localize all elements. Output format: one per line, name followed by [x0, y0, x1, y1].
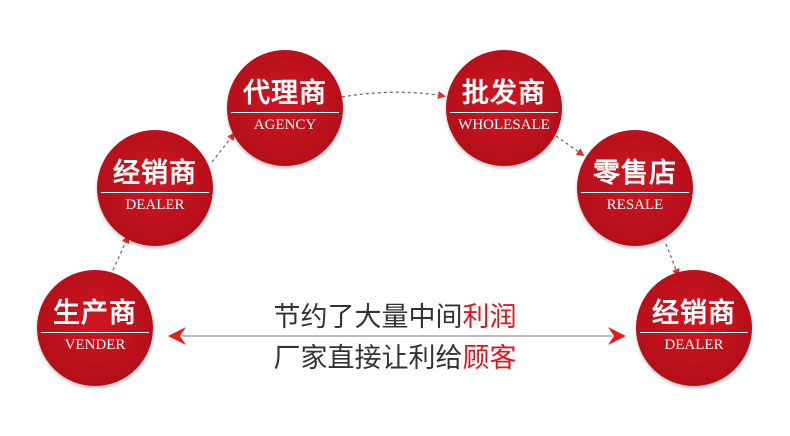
center-text-line-1: 节约了大量中间利润: [0, 300, 790, 336]
node-resale-divider: [581, 192, 689, 193]
node-dealer-left-label: 经销商: [113, 158, 197, 189]
arrow-wholesale-to-resale: [555, 135, 585, 157]
node-resale-label: 零售店: [593, 158, 677, 189]
center-text-line-2: 厂家直接让利给顾客: [0, 341, 790, 377]
node-dealer-left-divider: [101, 192, 209, 193]
node-agency-sublabel: AGENCY: [253, 117, 317, 133]
node-dealer-right-label: 经销商: [652, 298, 736, 329]
node-agency-label: 代理商: [243, 78, 327, 109]
arrow-dealer-to-agency: [211, 132, 236, 163]
node-dealer-left-sublabel: DEALER: [125, 197, 185, 213]
center-line-1-text: 节约了大量中间: [273, 302, 463, 333]
arrow-vender-to-dealer: [112, 235, 130, 271]
node-wholesale-divider: [450, 112, 558, 113]
node-resale: 零售店 RESALE: [577, 130, 693, 246]
center-line-2-highlight: 顾客: [462, 343, 517, 374]
node-agency-divider: [231, 112, 339, 113]
arrow-agency-to-wholesale: [341, 91, 446, 100]
node-vender-divider: [41, 332, 149, 333]
node-dealer-left: 经销商 DEALER: [97, 130, 213, 246]
double-arrow-left-head: [168, 327, 186, 345]
node-dealer-right: 经销商 DEALER: [636, 270, 752, 386]
double-arrow-right-head: [608, 327, 626, 345]
node-wholesale: 批发商 WHOLESALE: [446, 50, 562, 166]
node-vender: 生产商 VENDER: [37, 270, 153, 386]
node-vender-sublabel: VENDER: [64, 337, 126, 353]
node-dealer-right-sublabel: DEALER: [664, 337, 724, 353]
node-agency: 代理商 AGENCY: [227, 50, 343, 166]
center-line-2-text: 厂家直接让利给: [273, 343, 463, 374]
arrow-resale-to-dealer: [665, 243, 680, 277]
node-dealer-right-divider: [640, 332, 748, 333]
node-wholesale-label: 批发商: [462, 78, 546, 109]
node-vender-label: 生产商: [53, 298, 137, 329]
node-wholesale-sublabel: WHOLESALE: [458, 117, 550, 133]
center-line-1-highlight: 利润: [462, 302, 517, 333]
node-resale-sublabel: RESALE: [606, 197, 664, 213]
